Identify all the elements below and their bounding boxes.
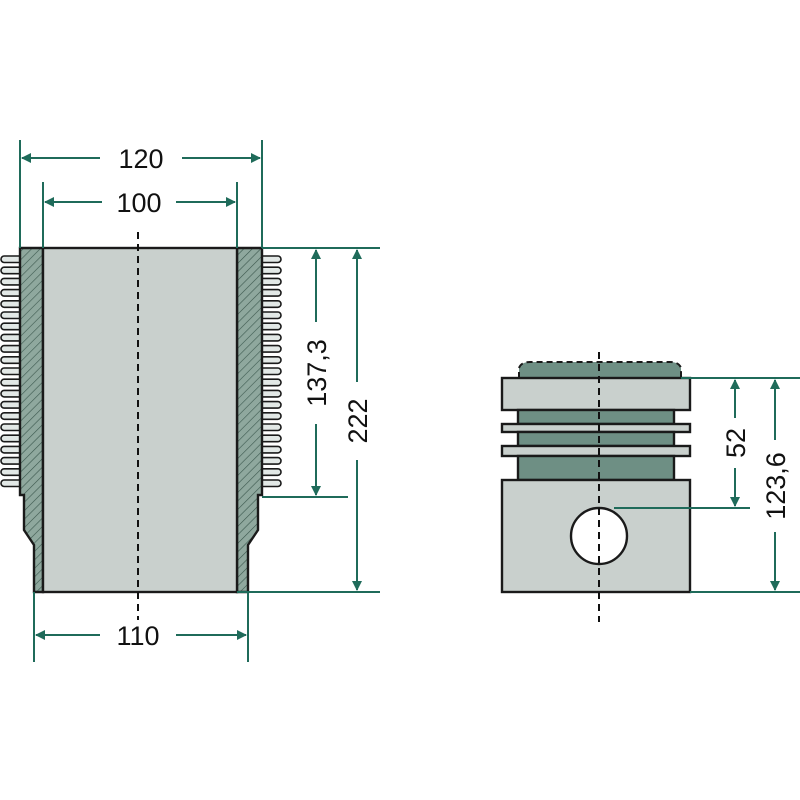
dim-outer-diameter-label: 120 <box>118 144 163 174</box>
liner-left-wall <box>18 246 45 594</box>
dim-collar-diameter-label: 110 <box>116 621 159 651</box>
ring-groove-2 <box>516 430 676 448</box>
dimension-piston-height: 123,6 <box>761 379 791 591</box>
liner-bore <box>41 246 239 594</box>
dim-piston-height-label: 123,6 <box>761 452 791 520</box>
piston-extension-lines <box>614 377 800 593</box>
dimension-total-length: 222 <box>343 249 373 591</box>
piston-top-land <box>500 376 692 412</box>
dimension-compression-height: 52 <box>721 379 751 507</box>
ring-groove-3 <box>516 454 676 482</box>
ring-groove-1 <box>516 408 676 426</box>
liner-extension-lines <box>19 140 380 662</box>
dimension-finned-length: 137,3 <box>302 249 332 496</box>
piston <box>500 352 692 622</box>
dim-total-length-label: 222 <box>343 398 373 443</box>
liner-right-wall <box>235 246 264 594</box>
dimension-collar-diameter: 110 <box>35 621 247 651</box>
piston-ring-land-2 <box>500 444 692 458</box>
dim-compression-height-label: 52 <box>721 428 751 458</box>
dimension-bore: 100 <box>44 188 236 218</box>
dimension-outer-diameter: 120 <box>21 144 261 174</box>
dim-finned-length-label: 137,3 <box>302 339 332 407</box>
cylinder-liner <box>0 232 282 620</box>
piston-ring-land-1 <box>500 422 692 434</box>
dim-bore-label: 100 <box>116 188 161 218</box>
